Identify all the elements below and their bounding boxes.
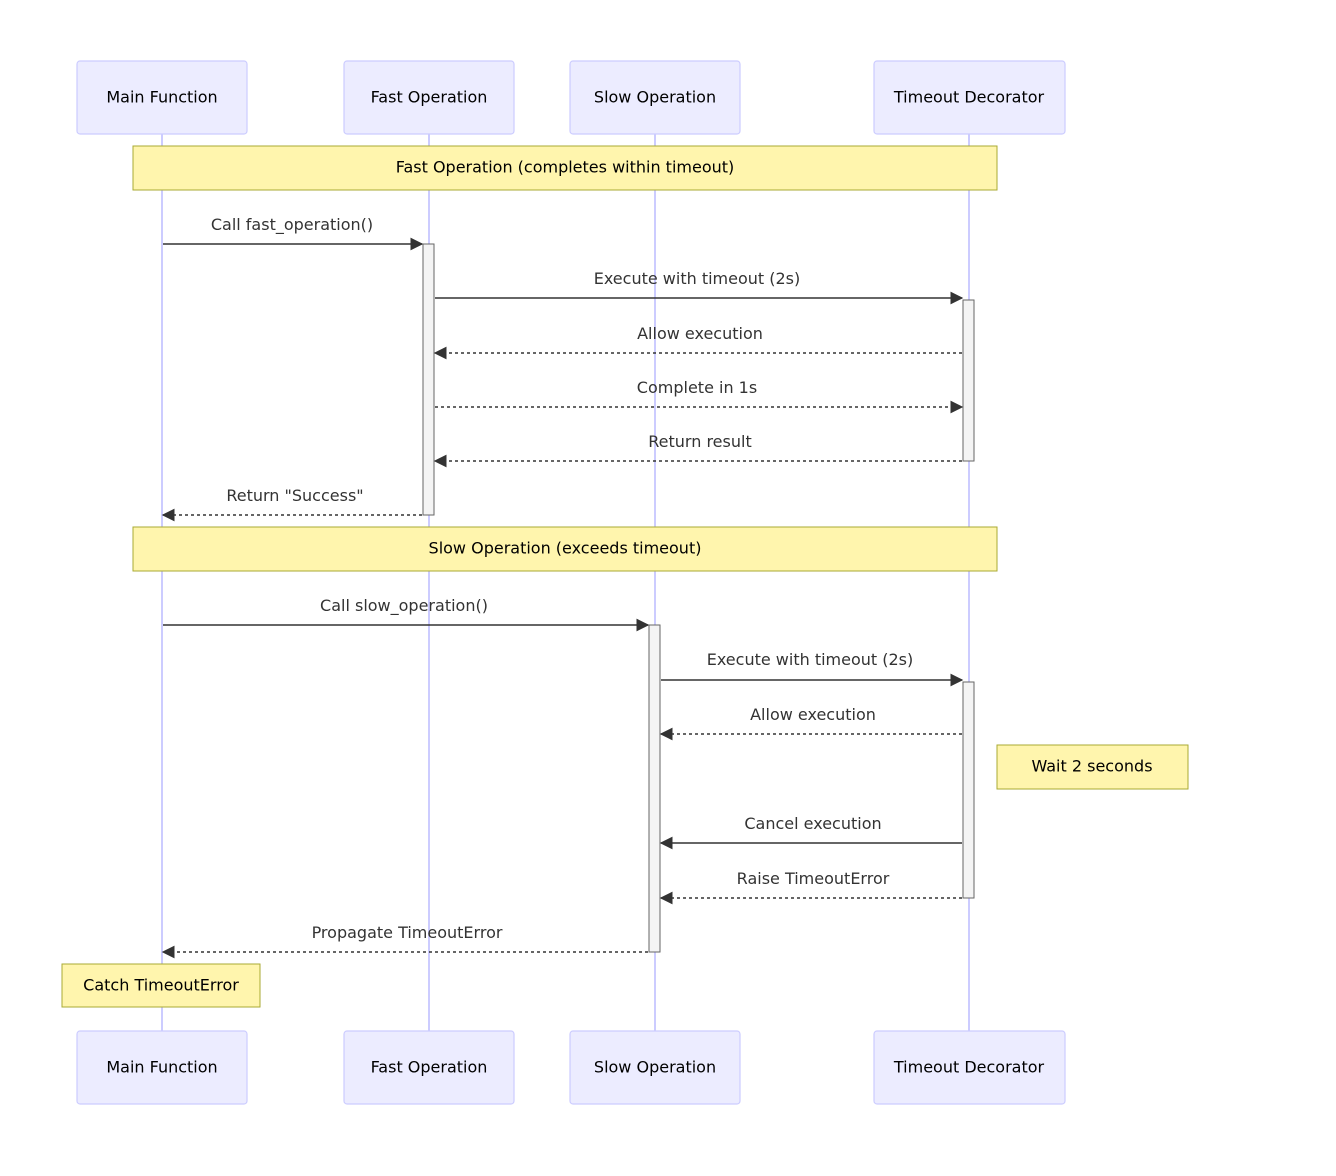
activation-fast xyxy=(422,243,435,516)
note-catch: Catch TimeoutError xyxy=(61,963,261,1008)
actor-label: Slow Operation xyxy=(594,88,716,107)
message-raise: Raise TimeoutError xyxy=(659,869,962,905)
actor-bottom-fast: Fast Operation xyxy=(343,1030,515,1105)
section-label: Slow Operation (exceeds timeout) xyxy=(429,539,702,558)
actor-label: Slow Operation xyxy=(594,1058,716,1077)
note-label: Wait 2 seconds xyxy=(1031,757,1152,776)
actor-bottom-timeout: Timeout Decorator xyxy=(873,1030,1066,1105)
actor-label: Timeout Decorator xyxy=(893,1058,1045,1077)
message-complete: Complete in 1s xyxy=(435,378,964,414)
note-label: Catch TimeoutError xyxy=(83,976,239,995)
actor-bottom-main: Main Function xyxy=(76,1030,248,1105)
message-return-result: Return result xyxy=(433,432,962,468)
actor-label: Fast Operation xyxy=(371,1058,488,1077)
message-label: Propagate TimeoutError xyxy=(312,923,503,942)
actor-label: Timeout Decorator xyxy=(893,88,1045,107)
message-label: Execute with timeout (2s) xyxy=(707,650,914,669)
message-label: Return result xyxy=(648,432,751,451)
message-allow-fast: Allow execution xyxy=(433,324,962,360)
activation-slow xyxy=(648,624,661,953)
message-return-success: Return "Success" xyxy=(161,486,422,522)
actor-label: Main Function xyxy=(106,1058,217,1077)
activation-timeout-2 xyxy=(962,681,975,899)
activation-timeout-1 xyxy=(962,299,975,462)
message-allow-slow: Allow execution xyxy=(659,705,962,741)
message-label: Call fast_operation() xyxy=(211,215,373,235)
actor-top-fast: Fast Operation xyxy=(343,60,515,135)
note-wait: Wait 2 seconds xyxy=(996,744,1189,790)
message-cancel: Cancel execution xyxy=(659,814,962,850)
message-label: Raise TimeoutError xyxy=(737,869,890,888)
message-execute-fast: Execute with timeout (2s) xyxy=(435,269,964,305)
message-execute-slow: Execute with timeout (2s) xyxy=(661,650,964,687)
section-label: Fast Operation (completes within timeout… xyxy=(396,158,735,177)
actor-label: Fast Operation xyxy=(371,88,488,107)
message-label: Execute with timeout (2s) xyxy=(594,269,801,288)
message-label: Allow execution xyxy=(637,324,763,343)
message-propagate: Propagate TimeoutError xyxy=(161,923,648,959)
message-label: Call slow_operation() xyxy=(320,596,488,616)
actor-bottom-slow: Slow Operation xyxy=(569,1030,741,1105)
actor-top-slow: Slow Operation xyxy=(569,60,741,135)
message-call-fast: Call fast_operation() xyxy=(163,215,424,251)
message-call-slow: Call slow_operation() xyxy=(163,596,650,632)
message-label: Return "Success" xyxy=(226,486,363,505)
message-label: Allow execution xyxy=(750,705,876,724)
actor-top-main: Main Function xyxy=(76,60,248,135)
section-note-slow: Slow Operation (exceeds timeout) xyxy=(132,526,998,572)
message-label: Complete in 1s xyxy=(637,378,757,397)
message-label: Cancel execution xyxy=(744,814,881,833)
actor-label: Main Function xyxy=(106,88,217,107)
section-note-fast: Fast Operation (completes within timeout… xyxy=(132,145,998,191)
actor-top-timeout: Timeout Decorator xyxy=(873,60,1066,135)
